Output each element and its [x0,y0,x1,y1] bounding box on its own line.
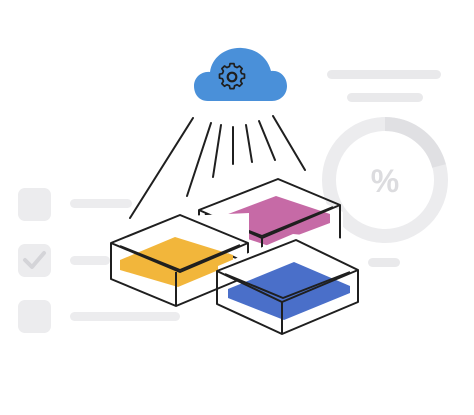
tray-blue-fill [228,262,350,320]
checklist-icon [18,188,180,333]
checklist-line-1 [70,199,132,208]
faded-line-right [368,258,400,267]
tray-yellow [110,213,249,307]
checkbox-3 [18,300,51,333]
svg-text:%: % [371,163,399,199]
percent-icon: % [322,117,448,243]
background-decoration: % [18,70,448,333]
checkbox-1 [18,188,51,221]
faded-line-top-1 [327,70,441,79]
storage-trays [110,178,359,335]
checkbox-2 [18,244,51,277]
cloud-gear-icon [194,47,287,101]
checklist-line-2 [70,256,110,265]
data-rays [129,115,306,219]
tray-blue [216,234,359,335]
gear-icon [218,62,246,90]
faded-line-top-2 [347,93,423,102]
checklist-line-3 [70,312,180,321]
check-mark-icon [23,251,46,269]
tray-yellow-fill [120,237,233,287]
